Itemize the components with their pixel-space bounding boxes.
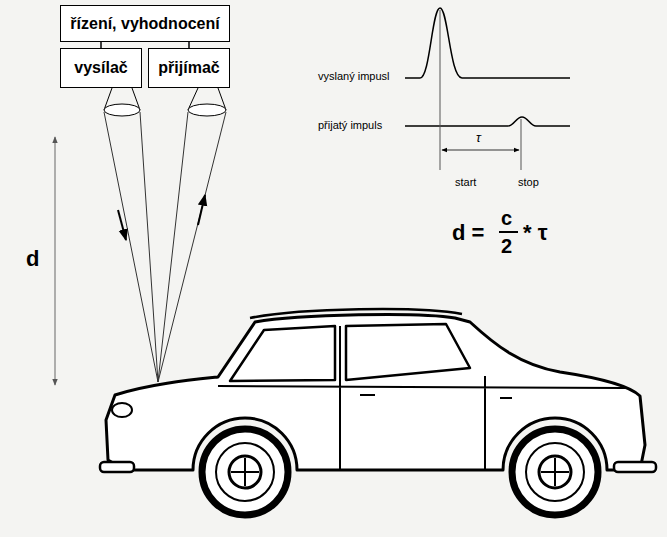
box-label: vysílač (74, 59, 127, 77)
tau-arrow (442, 150, 519, 151)
received-pulse (405, 117, 570, 126)
marker-label: stop (518, 177, 539, 188)
formula-part: c (501, 208, 512, 228)
distance-label: d (26, 248, 39, 270)
formula-part: 2 (501, 236, 512, 256)
time-marker (440, 10, 521, 170)
box-label: řízení, vyhodnocení (70, 15, 219, 33)
tau-label: τ (476, 131, 481, 144)
formula-part: d = (452, 222, 484, 244)
beam-arrow-down (118, 210, 126, 240)
control-box: řízení, vyhodnocení (60, 5, 230, 42)
lens (104, 88, 226, 116)
sent-pulse (405, 8, 570, 78)
beam-cone (104, 112, 226, 382)
beam-arrow-up (198, 195, 205, 225)
signal-name: přijatý impuls (318, 120, 382, 131)
transmitter-box: vysílač (60, 48, 142, 88)
marker-label: start (455, 177, 476, 188)
fraction-bar (499, 231, 518, 233)
wheel (202, 429, 598, 515)
box-label: přijímač (158, 59, 219, 77)
receiver-box: přijímač (148, 48, 230, 88)
distance-arrow (55, 137, 56, 385)
formula-part: * τ (523, 222, 548, 244)
signal-name: vyslaný impusl (318, 71, 390, 82)
